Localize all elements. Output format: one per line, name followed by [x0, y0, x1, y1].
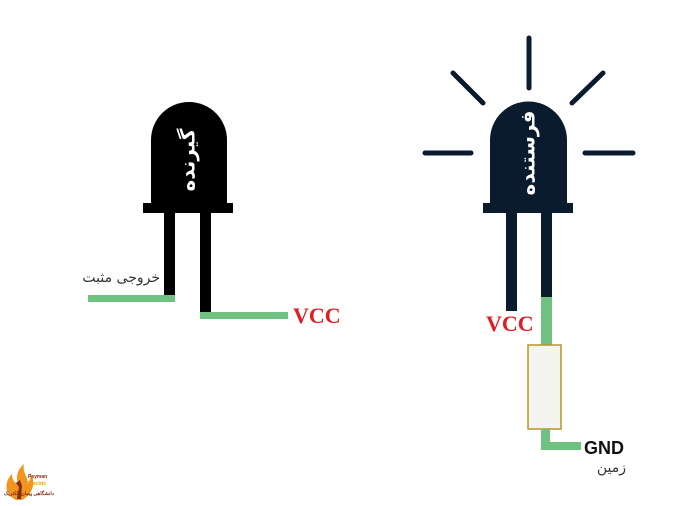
receiver-output-wire: [88, 295, 175, 302]
ground-wire: [541, 442, 581, 450]
receiver-vcc-wire: [200, 312, 288, 319]
transmitter-leg-right: [541, 211, 552, 297]
transmitter-led: فرستنده: [483, 101, 573, 311]
transmitter-ground-label: زمین: [597, 460, 626, 476]
receiver-vcc-label: VCC: [293, 303, 341, 328]
transmitter-gnd-label: GND: [584, 438, 624, 458]
receiver-body-label: گیرنده: [176, 128, 200, 191]
receiver-body: [151, 102, 227, 205]
receiver-leg-right: [200, 211, 211, 314]
resistor-wire-down: [541, 429, 550, 450]
emission-rays: [422, 35, 636, 156]
receiver-wires: [88, 295, 288, 319]
transmitter-leg-left: [506, 211, 517, 311]
transmitter-body-label: فرستنده: [516, 111, 540, 196]
transmitter-vcc-label: VCC: [486, 311, 534, 336]
transmitter-ground-path: [527, 297, 581, 450]
receiver-output-label: خروجی مثبت: [82, 270, 160, 286]
transmitter-flange: [483, 203, 573, 213]
receiver-leg-left: [164, 211, 175, 301]
transmitter-body: [490, 101, 567, 205]
logo-figure-icon: [16, 480, 22, 499]
logo-tagline: دانشگاهی پیمان الکتریک: [4, 490, 55, 497]
logo-name-line1: Peyman: [28, 474, 47, 480]
resistor: [527, 344, 562, 430]
transmitter-wire-to-resistor: [541, 297, 552, 347]
ray-upper-left: [450, 70, 486, 106]
logo-name-line2: Electric: [28, 481, 46, 487]
ray-upper-right: [569, 70, 606, 106]
peyman-electric-logo: Peyman Electric دانشگاهی پیمان الکتریک: [4, 464, 55, 500]
receiver-led: گیرنده: [143, 102, 233, 314]
receiver-flange: [143, 203, 233, 213]
